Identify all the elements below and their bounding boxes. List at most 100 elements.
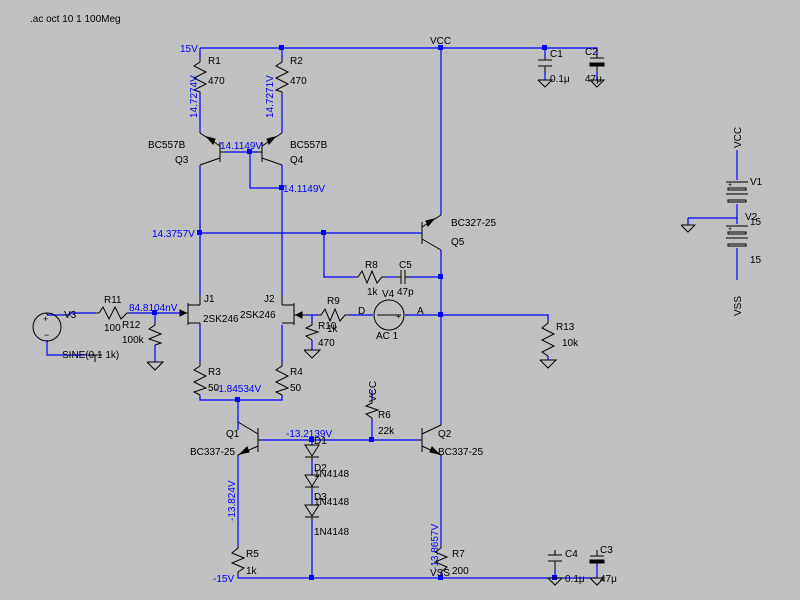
label-r4-name: R4 <box>290 367 303 378</box>
voltage-q1-emitter: -13.824V <box>227 480 238 521</box>
label-r7-name: R7 <box>452 549 465 560</box>
label-r2-value: 470 <box>290 76 307 87</box>
label-q5-name: Q5 <box>451 237 465 248</box>
label-r6-value: 22k <box>378 426 395 437</box>
ground-symbols <box>94 79 697 586</box>
label-r12-name: R12 <box>122 320 141 331</box>
label-r11-value: 100 <box>104 323 121 334</box>
resistor-r6[interactable] <box>364 400 380 420</box>
diode-d3[interactable] <box>304 504 320 520</box>
jfet-j2[interactable] <box>281 295 305 325</box>
label-q3-model: BC557B <box>148 140 186 151</box>
label-r10-name: R10 <box>318 321 337 332</box>
net-label-15v: 15V <box>180 44 198 55</box>
label-r3-value: 50 <box>208 383 220 394</box>
label-r6-name: R6 <box>378 410 391 421</box>
spice-directive[interactable]: .ac oct 10 1 100Meg <box>30 14 121 25</box>
label-v1-value: 15 <box>750 217 762 228</box>
svg-text:+: + <box>728 226 732 233</box>
resistor-r1[interactable] <box>192 58 208 95</box>
label-r13-name: R13 <box>556 322 575 333</box>
voltage-source-v3[interactable]: + − <box>32 312 62 342</box>
jfet-j1[interactable] <box>179 295 201 325</box>
resistor-r9[interactable] <box>318 307 350 323</box>
label-c5-value: 47p <box>397 287 414 298</box>
label-q4-name: Q4 <box>290 155 304 166</box>
label-r9-value: 1k <box>327 324 339 335</box>
voltage-j1-gate: 84.8104nV <box>129 303 178 314</box>
transistor-q5[interactable] <box>421 214 442 251</box>
label-d1-name: D1 <box>314 436 327 447</box>
capacitor-c3[interactable] <box>589 550 605 565</box>
battery-v1[interactable]: + <box>726 181 748 203</box>
label-d3-name: D3 <box>314 492 327 503</box>
label-v3-value: SINE(0 1 1k) <box>62 350 119 361</box>
voltage-r1: 14.7274V <box>189 75 200 118</box>
resistor-r2[interactable] <box>274 58 290 95</box>
capacitor-c5[interactable] <box>395 270 410 284</box>
battery-v2[interactable]: + <box>726 225 748 247</box>
transistor-q2[interactable] <box>418 424 442 456</box>
label-q2-name: Q2 <box>438 429 452 440</box>
net-label-vss-v2: VSS <box>733 296 744 316</box>
voltage-r2: 14.7271V <box>265 75 276 118</box>
net-label-a: A <box>417 306 424 317</box>
label-d3-model: 1N4148 <box>314 527 349 538</box>
resistor-r3[interactable] <box>192 362 208 396</box>
label-j2-name: J2 <box>264 294 275 305</box>
label-j1-model: 2SK246 <box>203 314 239 325</box>
label-r5-name: R5 <box>246 549 259 560</box>
label-v2-name: V2 <box>745 212 758 223</box>
label-r1-name: R1 <box>208 56 221 67</box>
label-q1-name: Q1 <box>226 429 240 440</box>
label-r9-name: R9 <box>327 296 340 307</box>
voltage-source-v4[interactable]: + <box>373 299 405 331</box>
net-label-d: D <box>358 306 365 317</box>
label-r5-value: 1k <box>246 566 258 577</box>
resistor-r11[interactable] <box>95 305 130 321</box>
net-label-vcc: VCC <box>430 36 451 47</box>
resistor-r5[interactable] <box>230 545 246 575</box>
resistor-r4[interactable] <box>274 362 290 396</box>
voltage-sources: -1.84534V <box>215 384 261 395</box>
label-q5-model: BC327-25 <box>451 218 496 229</box>
svg-text:+: + <box>396 312 401 321</box>
svg-text:−: − <box>44 330 49 340</box>
diode-d1[interactable] <box>304 444 320 460</box>
label-v1-name: V1 <box>750 177 763 188</box>
transistor-q3[interactable] <box>199 132 225 166</box>
net-label-vss: VSS <box>430 568 450 579</box>
label-d1-model: 1N4148 <box>314 469 349 480</box>
resistor-r7[interactable] <box>433 545 449 573</box>
transistor-q1[interactable] <box>237 421 262 456</box>
svg-text:+: + <box>728 182 732 189</box>
label-v4-value: AC 1 <box>376 331 399 342</box>
label-c3-name: C3 <box>600 545 613 556</box>
label-d2-model: 1N4148 <box>314 497 349 508</box>
label-c4-value: 0.1μ <box>565 574 585 585</box>
label-c1-value: 0.1μ <box>550 74 570 85</box>
label-r3-name: R3 <box>208 367 221 378</box>
capacitor-c1[interactable] <box>538 58 552 72</box>
capacitor-c2[interactable] <box>589 55 605 72</box>
resistor-r12[interactable] <box>147 322 163 346</box>
label-r8-value: 1k <box>367 287 379 298</box>
voltage-q5-base: 14.3757V <box>152 229 195 240</box>
label-c5-name: C5 <box>399 260 412 271</box>
label-r10-value: 470 <box>318 338 335 349</box>
resistor-r10[interactable] <box>304 322 320 341</box>
label-c3-value: 47μ <box>600 574 617 585</box>
capacitor-c4[interactable] <box>548 550 562 570</box>
label-r13-value: 10k <box>562 338 579 349</box>
diode-d2[interactable] <box>304 474 320 490</box>
resistor-r8[interactable] <box>355 269 385 285</box>
resistor-r13[interactable] <box>540 320 556 357</box>
label-j2-model: 2SK246 <box>240 310 276 321</box>
label-j1-name: J1 <box>204 294 215 305</box>
label-d2-name: D2 <box>314 463 327 474</box>
transistor-q4[interactable] <box>258 132 283 166</box>
voltage-q3q4-base: 14.1149V <box>220 141 262 152</box>
voltage-q1q2-base: -13.2139V <box>286 429 332 440</box>
label-v4-name: V4 <box>382 289 395 300</box>
